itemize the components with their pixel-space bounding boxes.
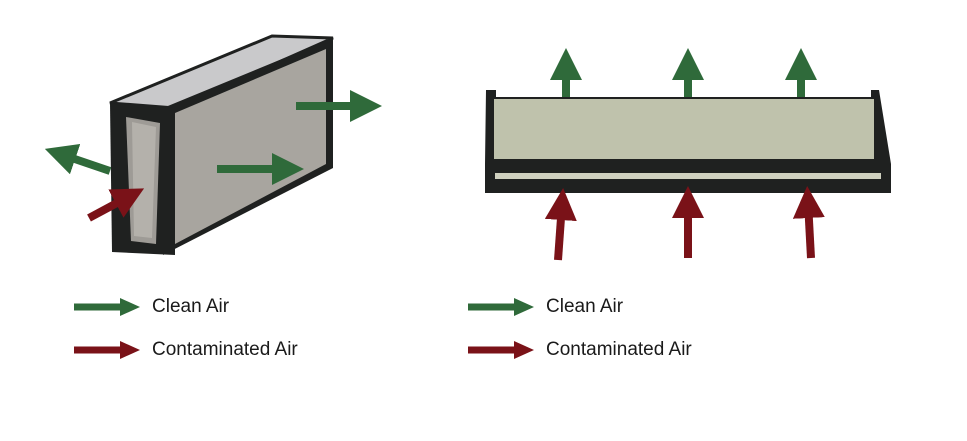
contaminated-air-legend-arrow (74, 341, 140, 359)
panel-filter-slot (495, 173, 881, 179)
legend-label-contaminated-air: Contaminated Air (152, 339, 298, 360)
legend-left-clean: Clean Air (74, 296, 229, 318)
box-filter (44, 34, 382, 255)
contaminated-air-arrow-left (87, 188, 145, 222)
legend-left-contaminated: Contaminated Air (74, 339, 298, 361)
panel-filter (485, 48, 891, 261)
clean-air-legend-arrow (74, 298, 140, 316)
clean-air-arrow-left-exit (44, 144, 112, 175)
contaminated-air-arrow-panel-1 (544, 188, 577, 261)
legend-label-clean-air: Clean Air (546, 296, 624, 317)
contaminated-air-arrow-panel-3 (792, 186, 825, 259)
legend-label-contaminated-air: Contaminated Air (546, 339, 692, 360)
legend-right-clean: Clean Air (468, 296, 623, 318)
clean-air-legend-arrow (468, 298, 534, 316)
legend-label-clean-air: Clean Air (152, 296, 230, 317)
contaminated-air-legend-arrow (468, 341, 534, 359)
box-filter-media (175, 49, 326, 244)
panel-filter-frame (485, 90, 891, 193)
panel-filter-media (492, 97, 876, 161)
legend-right-contaminated: Contaminated Air (468, 339, 692, 361)
